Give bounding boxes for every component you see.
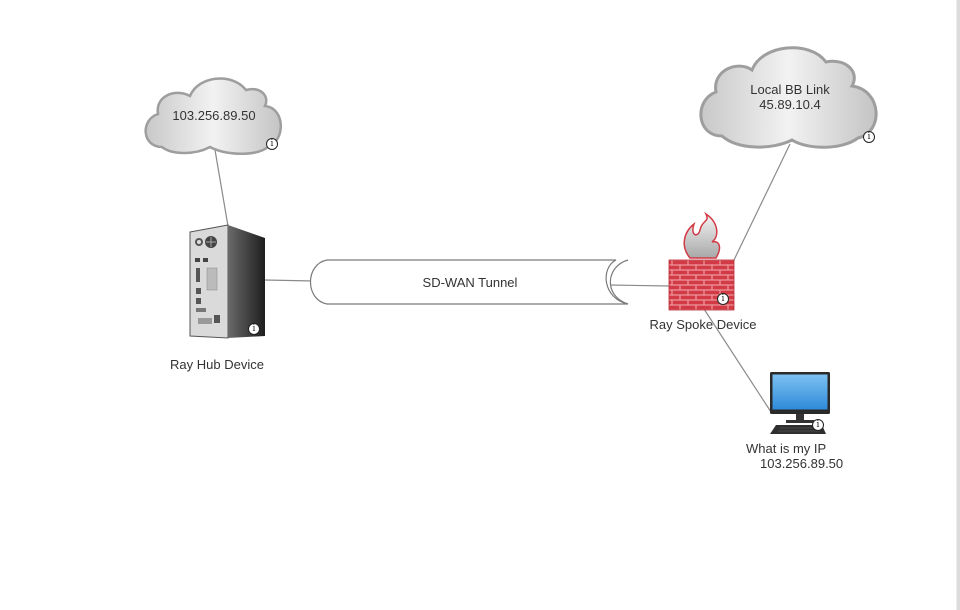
hub-device-label: Ray Hub Device <box>170 357 264 372</box>
cloud-icon <box>699 46 878 149</box>
info-icon-hub-cloud[interactable]: i <box>266 138 278 150</box>
hub-device-node[interactable] <box>189 224 265 339</box>
spoke-device-label: Ray Spoke Device <box>649 317 757 332</box>
edge-spoke-pc[interactable] <box>703 308 772 413</box>
tunnel-node[interactable] <box>310 259 629 305</box>
edge-hub-tunnel[interactable] <box>264 279 315 282</box>
spoke-cloud-label-line1: Local BB Link <box>750 82 830 97</box>
spoke-cloud-node[interactable] <box>699 46 878 149</box>
canvas-scrollbar[interactable] <box>956 0 960 610</box>
server-tower-icon <box>189 224 265 339</box>
info-icon-spoke-device[interactable]: i <box>717 293 729 305</box>
cloud-icon <box>144 77 282 155</box>
spoke-device-node[interactable] <box>668 211 735 311</box>
edge-tunnel-spoke[interactable] <box>609 284 670 287</box>
hub-cloud-node[interactable] <box>144 77 282 155</box>
hub-cloud-label: 103.256.89.50 <box>172 108 256 123</box>
info-icon-client-pc[interactable]: i <box>812 419 824 431</box>
desktop-computer-icon <box>770 372 830 434</box>
spoke-cloud-label-line2: 45.89.10.4 <box>759 97 821 112</box>
edge-hubcloud-hub[interactable] <box>214 149 229 227</box>
tunnel-label: SD-WAN Tunnel <box>422 275 518 290</box>
firewall-icon <box>668 211 735 311</box>
edge-spokecloud-spoke[interactable] <box>732 143 791 263</box>
client-pc-label-line2: 103.256.89.50 <box>760 456 844 471</box>
client-pc-node[interactable] <box>770 372 830 434</box>
info-icon-hub-device[interactable]: i <box>248 323 260 335</box>
edges <box>214 143 791 413</box>
info-icon-spoke-cloud[interactable]: i <box>863 131 875 143</box>
client-pc-label-line1: What is my IP <box>746 441 827 456</box>
